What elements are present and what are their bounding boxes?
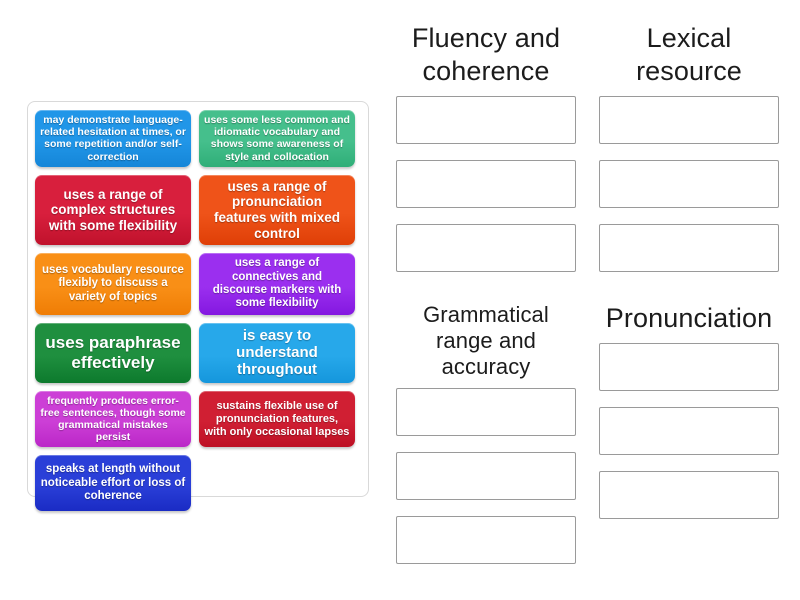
dropzone-lexical-2[interactable] [599,160,779,208]
category-title-pronunciation: Pronunciation [605,303,773,333]
draggable-card[interactable]: is easy to understand throughout [199,322,355,383]
dropzone-lexical-1[interactable] [599,96,779,144]
draggable-card[interactable]: uses a range of pronunciation features w… [199,174,355,246]
draggable-card-label: uses paraphrase effectively [45,332,181,372]
draggable-card-label: uses a range of connectives and discours… [212,257,342,310]
dropzone-grammar-3[interactable] [396,516,576,564]
draggable-card[interactable]: uses vocabulary resource flexibly to dis… [35,253,191,315]
draggable-card-label: uses vocabulary resource flexibly to dis… [42,263,184,303]
category-column-pronunciation: Pronunciation [599,302,779,519]
draggable-card-label: is easy to understand throughout [236,326,318,379]
dropzone-pronunciation-3[interactable] [599,471,779,519]
draggable-card-label: uses some less common and idiomatic voca… [204,114,350,163]
dropzone-lexical-3[interactable] [599,224,779,272]
dropzone-list-pronunciation [599,343,779,519]
draggable-card[interactable]: speaks at length without noticeable effo… [35,455,191,512]
card-grid: may demonstrate language-related hesitat… [35,110,361,512]
draggable-card-label: sustains flexible use of pronunciation f… [204,400,350,438]
dropzone-fluency-2[interactable] [396,160,576,208]
draggable-card[interactable]: uses a range of connectives and discours… [199,253,355,315]
draggable-card-label: may demonstrate language-related hesitat… [40,114,186,163]
dropzone-grammar-2[interactable] [396,452,576,500]
dropzone-pronunciation-1[interactable] [599,343,779,391]
category-title-grammatical-range-and-accuracy: Grammatical range and accuracy [423,302,549,379]
dropzone-grammar-1[interactable] [396,388,576,436]
draggable-card[interactable]: uses a range of complex structures with … [35,174,191,246]
dropzone-list-fluency-and-coherence [396,96,576,272]
category-title-lexical-resource: Lexical resource [636,23,742,86]
category-title-fluency-and-coherence: Fluency and coherence [411,23,561,86]
dropzone-list-lexical-resource [599,96,779,272]
draggable-card[interactable]: uses some less common and idiomatic voca… [199,110,355,167]
draggable-card[interactable]: frequently produces error-free sentences… [35,390,191,448]
draggable-card-label: speaks at length without noticeable effo… [40,463,186,503]
dropzone-list-grammatical-range-and-accuracy [396,388,576,564]
category-column-lexical-resource: Lexical resource [599,22,779,272]
draggable-card[interactable]: sustains flexible use of pronunciation f… [199,390,355,448]
draggable-card[interactable]: uses paraphrase effectively [35,322,191,383]
draggable-card-label: uses a range of pronunciation features w… [213,178,341,241]
dropzone-fluency-3[interactable] [396,224,576,272]
unsorted-card-tray: may demonstrate language-related hesitat… [27,101,369,512]
category-column-fluency-and-coherence: Fluency and coherence [396,22,576,272]
draggable-card[interactable]: may demonstrate language-related hesitat… [35,110,191,167]
draggable-card-label: frequently produces error-free sentences… [40,394,186,444]
dropzone-pronunciation-2[interactable] [599,407,779,455]
category-column-grammatical-range-and-accuracy: Grammatical range and accuracy [396,302,576,564]
dropzone-fluency-1[interactable] [396,96,576,144]
draggable-card-label: uses a range of complex structures with … [48,186,178,233]
